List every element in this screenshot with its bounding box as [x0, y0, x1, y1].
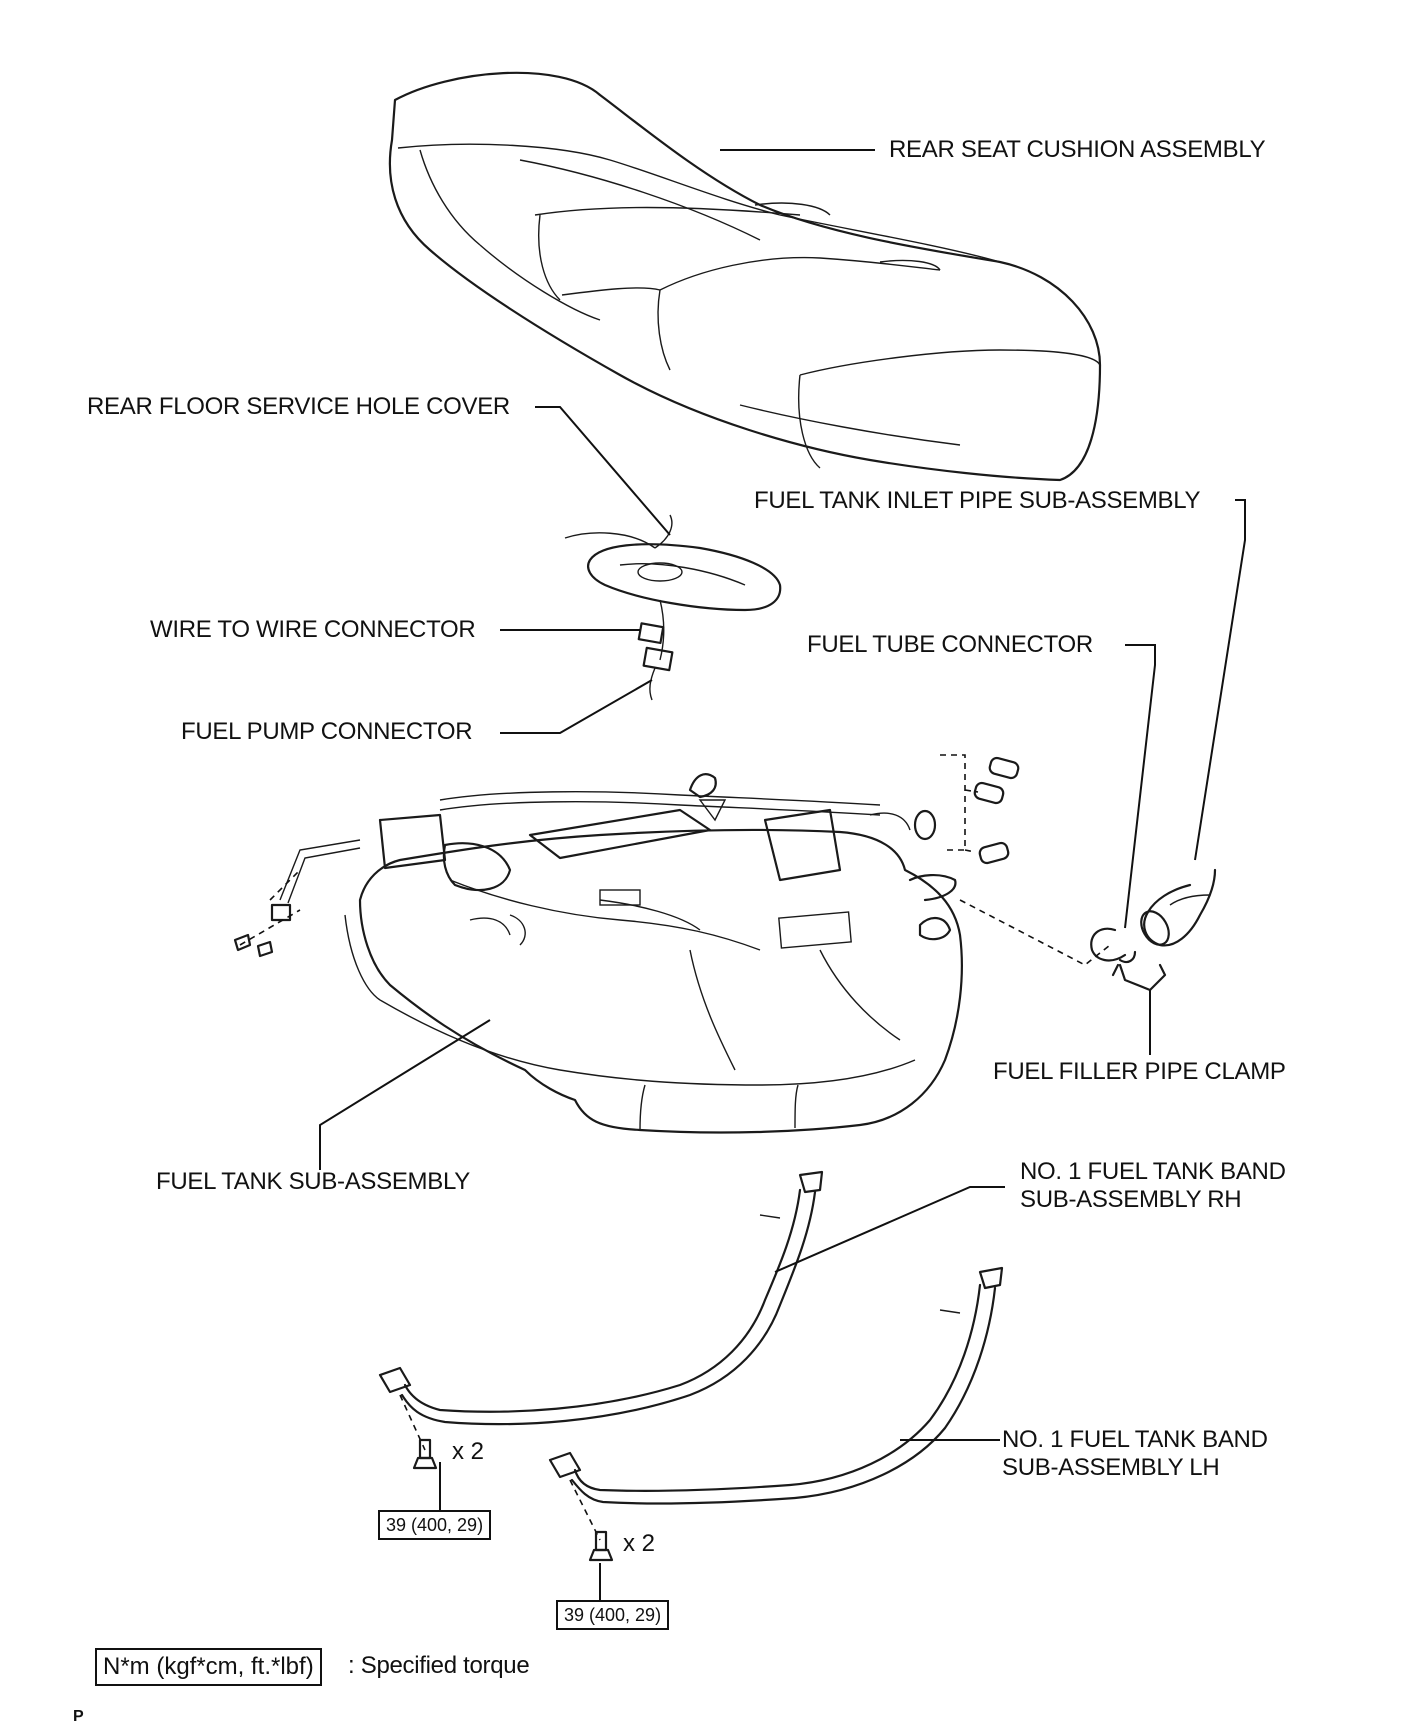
leader-lines [319, 149, 1246, 1610]
service-hole-cover-drawing [564, 514, 782, 701]
bolt-lh-quantity: x 2 [623, 1530, 656, 1557]
rear-seat-cushion-drawing [388, 71, 1102, 482]
corner-mark: P [73, 1708, 84, 1725]
inlet-pipe-drawing [1140, 868, 1217, 947]
label-rear-floor-service-hole-cover: REAR FLOOR SERVICE HOLE COVER [87, 393, 510, 420]
label-fuel-tube-connector: FUEL TUBE CONNECTOR [807, 631, 1093, 658]
bolt-rh-torque-box: 39 (400, 29) [378, 1510, 492, 1540]
fuel-tank-band-lh-drawing [548, 1266, 1004, 1505]
label-fuel-filler-pipe-clamp: FUEL FILLER PIPE CLAMP [993, 1058, 1286, 1085]
bolt-rh-quantity: x 2 [452, 1438, 485, 1465]
label-fuel-tank-inlet-pipe: FUEL TANK INLET PIPE SUB-ASSEMBLY [754, 487, 1201, 514]
label-fuel-tank-band-lh-line1: NO. 1 FUEL TANK BAND [1002, 1426, 1268, 1453]
label-wire-to-wire-connector: WIRE TO WIRE CONNECTOR [150, 616, 476, 643]
bolt-rh-drawing [399, 1394, 438, 1470]
clamp-drawing [959, 899, 1167, 992]
fuel-tank-drawing [270, 773, 963, 1134]
label-rear-seat-cushion-assembly: REAR SEAT CUSHION ASSEMBLY [889, 136, 1266, 163]
fuel-tube-fittings-drawing [233, 754, 1020, 958]
fuel-tank-band-rh-drawing [378, 1170, 824, 1426]
label-fuel-tank-band-lh-line2: SUB-ASSEMBLY LH [1002, 1454, 1220, 1481]
label-fuel-tank-band-rh-line1: NO. 1 FUEL TANK BAND [1020, 1158, 1286, 1185]
bolt-lh-torque-box: 39 (400, 29) [556, 1600, 670, 1630]
label-fuel-tank-band-rh-line2: SUB-ASSEMBLY RH [1020, 1186, 1242, 1213]
torque-legend-description: : Specified torque [348, 1652, 530, 1679]
bolt-lh-drawing [569, 1479, 614, 1562]
torque-unit-legend-box: N*m (kgf*cm, ft.*lbf) [95, 1648, 322, 1686]
label-fuel-tank-sub-assembly: FUEL TANK SUB-ASSEMBLY [156, 1168, 470, 1195]
label-fuel-pump-connector: FUEL PUMP CONNECTOR [181, 718, 473, 745]
